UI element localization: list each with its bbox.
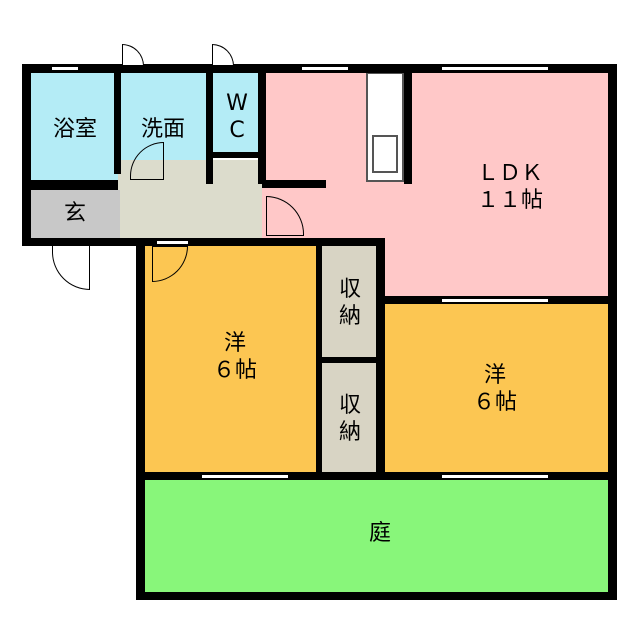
room-label-storage-upper: 収 納 bbox=[338, 277, 361, 329]
window bbox=[440, 473, 550, 480]
wall bbox=[114, 64, 121, 174]
wall bbox=[136, 592, 616, 600]
window bbox=[440, 65, 550, 72]
door-swing bbox=[52, 246, 90, 290]
door-swing bbox=[212, 44, 234, 66]
kitchen-sink bbox=[372, 135, 398, 173]
wall bbox=[22, 180, 118, 190]
room-label-western-right: 洋 ６帖 bbox=[472, 363, 517, 415]
room-label-storage-lower: 収 納 bbox=[338, 393, 361, 445]
window bbox=[300, 65, 350, 72]
wall bbox=[262, 180, 326, 188]
wall bbox=[210, 152, 266, 158]
wall bbox=[608, 64, 617, 600]
window bbox=[50, 65, 80, 72]
wall bbox=[258, 64, 266, 184]
window bbox=[440, 297, 550, 304]
room-label-wc: W C bbox=[226, 91, 248, 143]
western-left-area bbox=[140, 240, 320, 478]
room-label-ldk: ＬＤＫ １１帖 bbox=[476, 161, 543, 213]
western-right-area bbox=[382, 302, 612, 478]
wall bbox=[22, 64, 31, 246]
room-label-bath: 浴室 bbox=[52, 117, 97, 142]
wall bbox=[206, 64, 213, 184]
ldk-area-lower bbox=[382, 238, 612, 302]
room-label-entrance: 玄 bbox=[63, 201, 86, 226]
wall bbox=[404, 72, 412, 184]
storage-lower-area bbox=[318, 362, 382, 478]
wc-area bbox=[210, 68, 264, 156]
wall bbox=[22, 238, 384, 246]
window bbox=[155, 239, 190, 246]
room-label-washroom: 洗面 bbox=[140, 117, 185, 142]
room-label-garden: 庭 bbox=[368, 521, 391, 546]
entrance-area bbox=[25, 190, 120, 240]
room-label-western-left: 洋 ６帖 bbox=[212, 331, 257, 383]
wall bbox=[318, 357, 382, 363]
door-swing bbox=[122, 44, 144, 66]
storage-upper-area bbox=[318, 245, 382, 360]
garden-area bbox=[140, 478, 612, 596]
bath-area bbox=[25, 68, 120, 183]
wall bbox=[136, 238, 145, 600]
ldk-area bbox=[262, 68, 612, 240]
window bbox=[200, 473, 290, 480]
